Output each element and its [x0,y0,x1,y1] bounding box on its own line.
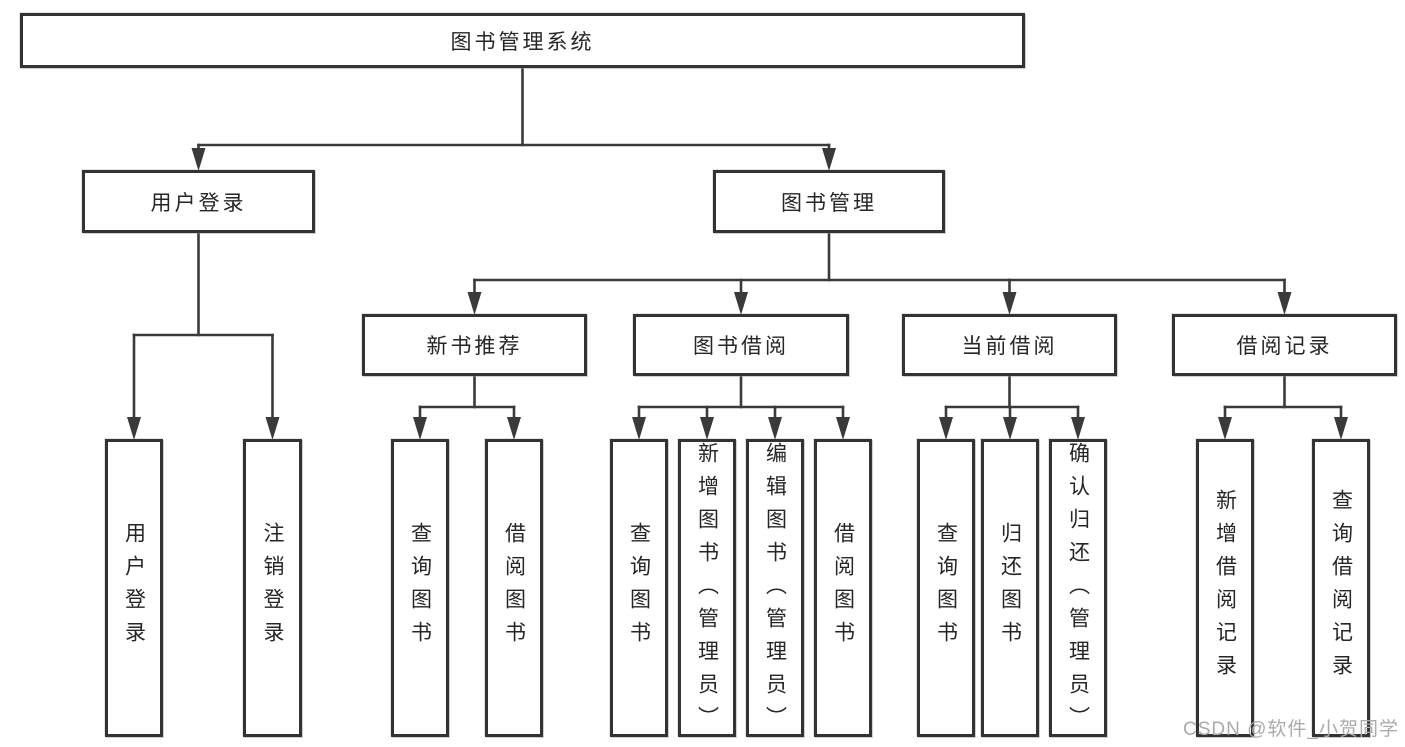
node-label: 用户登录 [150,191,247,215]
arrowhead [822,148,836,171]
node-book-borrow: 图书借阅 [633,314,849,376]
arrowhead [1218,417,1232,440]
arrowhead [1002,292,1017,315]
arrowhead [768,417,782,440]
node-label: 借阅图书 [831,522,855,654]
node-book-mgmt: 图书管理 [713,170,945,233]
arrowhead [1003,417,1017,440]
node-label: 用户登录 [122,522,146,654]
arrowhead [1277,292,1292,315]
arrowhead [1334,417,1348,440]
node-borrow-records: 借阅记录 [1172,314,1397,376]
node-label: 新增借阅记录 [1213,489,1237,687]
arrowhead [1071,417,1085,440]
node-label: 注销登录 [261,522,284,654]
node-col-borrow-book-2: 借阅图书 [814,439,872,737]
arrowhead [265,417,280,440]
arrowhead [507,417,521,440]
node-col-confirm-return: 确认归还（管理员） [1049,439,1107,739]
node-label: 归还图书 [998,522,1022,654]
node-label: 确认归还（管理员） [1066,442,1090,739]
arrowhead [467,292,482,315]
watermark-text: CSDN @软件_小贺同学 [1183,719,1399,740]
node-label: 查询借阅记录 [1329,489,1353,687]
node-label: 查询图书 [408,522,432,654]
node-new-book-rec: 新书推荐 [362,314,587,376]
node-label: 编辑图书（管理员） [763,442,787,739]
node-label: 图书借阅 [693,335,789,358]
node-label: 借阅记录 [1236,335,1333,358]
node-label: 查询图书 [934,522,958,654]
node-col-user-login: 用户登录 [105,439,163,737]
node-root: 图书管理系统 [20,13,1025,68]
arrowhead [939,417,953,440]
node-col-query-borrow-record: 查询借阅记录 [1312,439,1370,737]
node-col-add-borrow-record: 新增借阅记录 [1196,439,1254,737]
node-label: 新增图书（管理员） [695,442,719,739]
node-col-return-book: 归还图书 [981,439,1039,737]
node-label: 借阅图书 [502,522,526,654]
arrowhead [632,417,646,440]
arrowhead [127,417,141,440]
node-label: 图书管理 [781,191,877,215]
node-col-borrow-book-1: 借阅图书 [485,439,543,737]
node-col-query-book-1: 查询图书 [391,439,449,737]
node-label: 新书推荐 [426,335,523,358]
node-user-login: 用户登录 [82,170,315,233]
arrowhead [700,417,714,440]
arrowhead [191,148,206,171]
node-current-borrow: 当前借阅 [902,314,1117,376]
node-label: 图书管理系统 [450,30,595,54]
node-col-edit-book: 编辑图书（管理员） [746,439,804,739]
node-label: 查询图书 [627,522,651,654]
arrowhead [413,417,427,440]
node-label: 当前借阅 [961,335,1058,358]
node-col-add-book: 新增图书（管理员） [678,439,736,739]
arrowhead [836,417,850,440]
node-col-logout: 注销登录 [243,439,302,737]
arrowhead [734,292,748,315]
node-col-query-book-3: 查询图书 [917,439,975,737]
node-col-query-book-2: 查询图书 [610,439,668,737]
